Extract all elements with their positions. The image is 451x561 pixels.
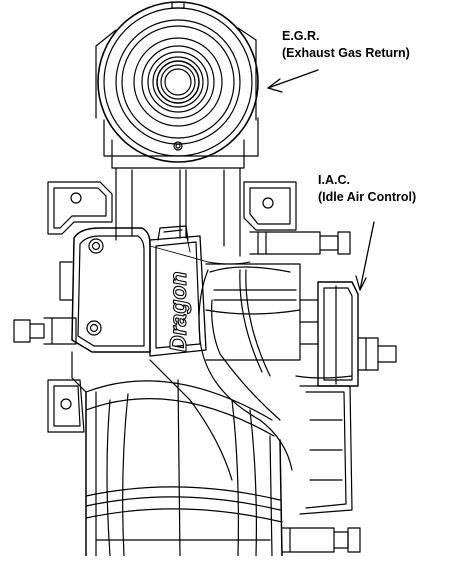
egr-label-full: (Exhaust Gas Return) <box>282 46 410 60</box>
iac-unit <box>299 281 397 387</box>
linkage-wire-2 <box>185 231 191 253</box>
linkage-wire <box>149 245 251 265</box>
lower-right-housing <box>295 375 353 515</box>
throttle-bracket <box>71 225 207 357</box>
egr-callout-arrow <box>267 69 319 93</box>
brand-logo-text: Dragon <box>165 272 191 353</box>
egr-label-abbr: E.G.R. <box>282 29 320 43</box>
left-hose-nipple <box>13 317 77 345</box>
right-mounting-flange <box>243 181 297 231</box>
left-body-side <box>47 261 87 433</box>
intake-tube <box>85 379 283 557</box>
egr-valve <box>95 1 259 169</box>
iac-label-full: (Idle Air Control) <box>318 190 416 204</box>
upper-right-nipple <box>249 231 351 255</box>
iac-callout-arrow <box>355 221 375 291</box>
lower-right-nipple <box>281 527 361 553</box>
iac-label-abbr: I.A.C. <box>318 173 350 187</box>
left-mounting-flange <box>47 181 113 235</box>
throttle-body <box>149 263 301 481</box>
